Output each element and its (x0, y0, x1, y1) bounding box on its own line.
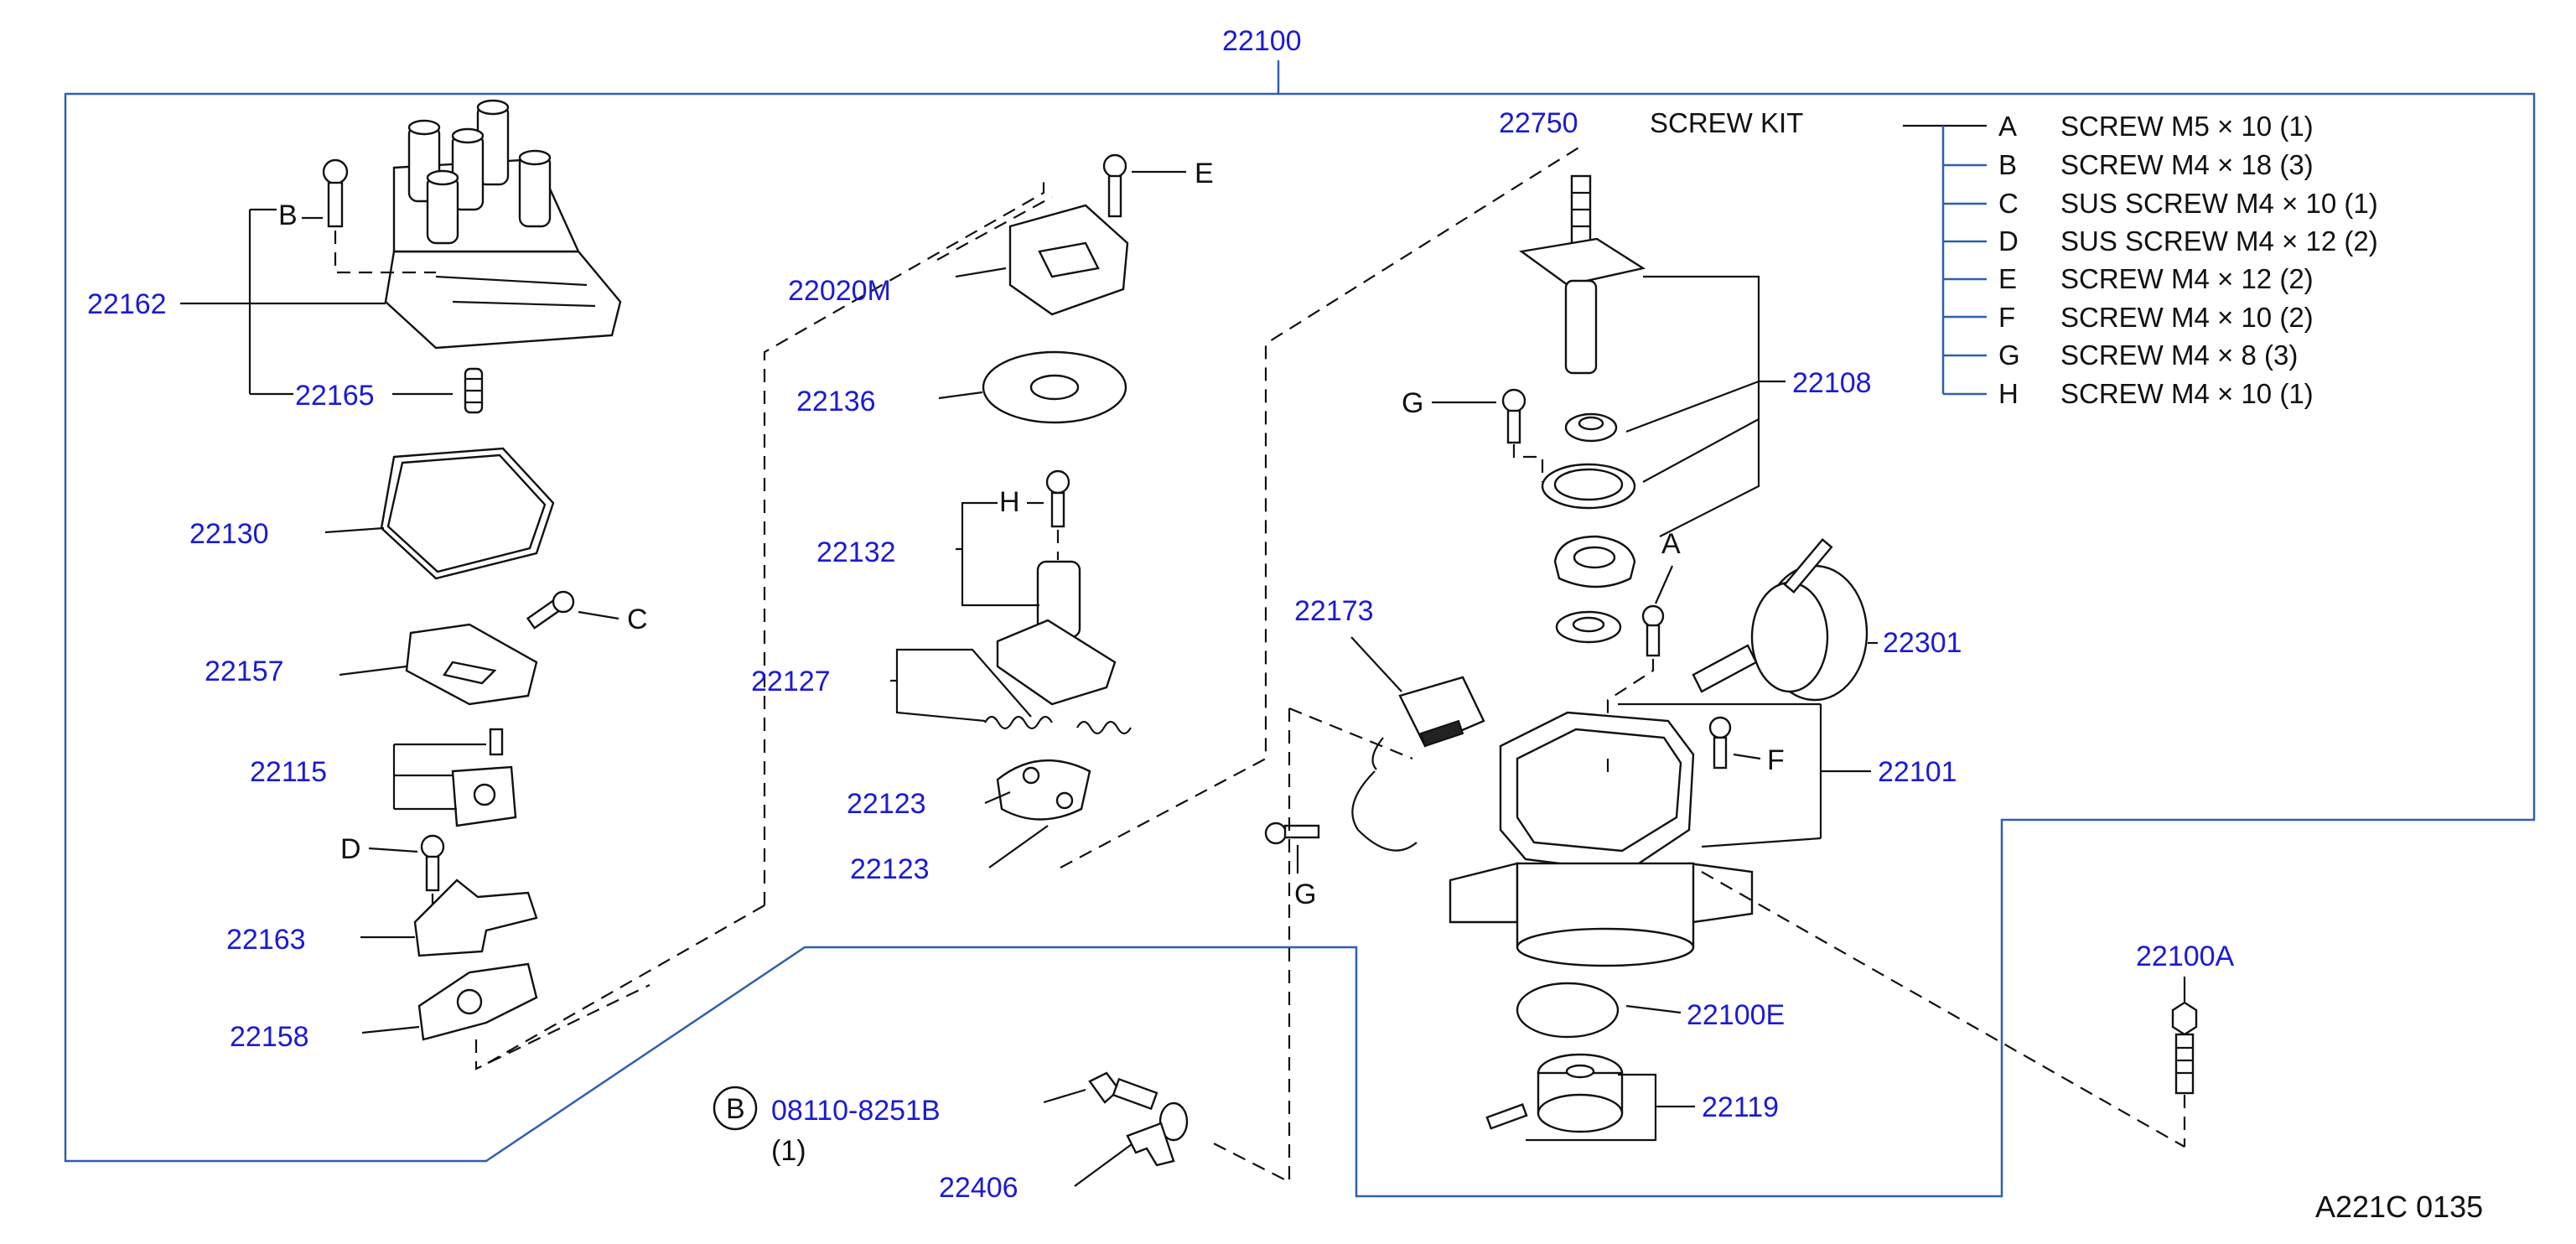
screw-g-connector-drawing (1264, 822, 1320, 845)
springs-22127-drawing (984, 715, 1132, 735)
bolt-08110-drawing (1088, 1071, 1189, 1142)
label-22157: 22157 (205, 656, 284, 687)
plate-22163-drawing (413, 879, 538, 957)
callout-f-housing: F (1767, 744, 1785, 776)
kit-item-text: SCREW M4 × 10 (1) (2060, 378, 2314, 409)
screw-g-bearing-drawing (1501, 388, 1544, 482)
label-22100A: 22100A (2136, 941, 2235, 972)
kit-item-letter: D (1998, 225, 2019, 257)
reference-code: A221C 0135 (2315, 1190, 2483, 1224)
kit-item-letter: H (1998, 378, 2019, 409)
callout-b-bolt: B (726, 1093, 745, 1125)
callout-g-bearing: G (1402, 387, 1423, 419)
callout-e-module: E (1195, 158, 1214, 189)
bolt-22100A-drawing (2171, 1001, 2198, 1147)
housing-22101-drawing (1449, 711, 1754, 967)
label-22136: 22136 (796, 386, 876, 417)
kit-item-letter: F (1998, 302, 2015, 333)
kit-item-letter: E (1998, 263, 2017, 294)
label-22123-a: 22123 (847, 788, 926, 820)
distributor-cap-drawing (384, 99, 622, 350)
kit-item-text: SCREW M5 × 10 (1) (2060, 111, 2314, 142)
label-22750: 22750 (1499, 107, 1578, 139)
vacuum-advance-22301-drawing (1692, 537, 1869, 702)
kit-item-text: SCREW M4 × 10 (2) (2060, 302, 2314, 333)
label-22406: 22406 (939, 1172, 1018, 1204)
weights-22123-drawing (996, 759, 1091, 821)
module-22020M-drawing (1008, 153, 1129, 316)
washer-drawing (1555, 610, 1622, 644)
spring-22165-drawing (464, 367, 484, 414)
label-22165: 22165 (295, 380, 375, 412)
callout-c-rotor: C (627, 604, 648, 635)
screw-f-drawing (1708, 716, 1732, 770)
oring-22100E-drawing (1516, 982, 1620, 1039)
screw-a-drawing (1606, 604, 1665, 729)
label-22158: 22158 (230, 1021, 309, 1053)
label-22119: 22119 (1702, 1091, 1779, 1123)
label-22127: 22127 (751, 666, 831, 697)
label-22163: 22163 (226, 924, 306, 956)
screw-kit-title: SCREW KIT (1650, 107, 1803, 138)
kit-item-text: SCREW M4 × 8 (3) (2060, 340, 2298, 371)
kit-item-letter: A (1998, 111, 2017, 142)
part-22115-drawing (451, 728, 517, 827)
label-22020M: 22020M (788, 275, 891, 307)
label-22130: 22130 (189, 518, 269, 550)
kit-item-letter: C (1998, 188, 2019, 219)
assembly-number: 22100 (1222, 25, 1302, 57)
kit-item-text: SUS SCREW M4 × 10 (1) (2060, 188, 2378, 219)
label-22115: 22115 (250, 756, 327, 788)
kit-item-text: SUS SCREW M4 × 12 (2) (2060, 225, 2378, 257)
kit-item-letter: G (1998, 340, 2020, 371)
callout-d-plate: D (340, 833, 361, 865)
callout-g-connector: G (1294, 879, 1316, 910)
label-22101: 22101 (1878, 756, 1957, 788)
bracket-22406-drawing (1126, 1122, 1175, 1167)
callout-h-shaft: H (999, 486, 1020, 518)
screw-kit-list: A SCREW M5 × 10 (1) B SCREW M4 × 18 (3) … (1998, 111, 2378, 409)
label-22162: 22162 (87, 288, 167, 320)
label-08110-8251B: 08110-8251B (771, 1095, 941, 1127)
bolt-circle-b (713, 1086, 758, 1131)
rotor-22157-drawing (405, 590, 575, 706)
washer-22136-drawing (982, 350, 1127, 424)
gear-22119-drawing (1485, 1053, 1624, 1133)
kit-item-text: SCREW M4 × 18 (3) (2060, 149, 2314, 180)
label-22100E: 22100E (1687, 999, 1785, 1031)
connector-22173-drawing (1351, 676, 1485, 852)
shaft-22132-drawing (996, 469, 1117, 706)
label-22123-b: 22123 (850, 853, 930, 885)
callout-b-cap: B (278, 200, 298, 231)
assembly-frame (64, 92, 2536, 1198)
kit-item-text: SCREW M4 × 12 (2) (2060, 263, 2314, 294)
label-22301: 22301 (1883, 627, 1962, 659)
bearing-drawing (1553, 535, 1636, 588)
label-22132: 22132 (816, 536, 896, 568)
shaft-22108-drawing (1518, 174, 1646, 510)
bolt-quantity: (1) (771, 1135, 806, 1167)
callout-a-housing: A (1661, 528, 1681, 560)
kit-item-letter: B (1998, 149, 2017, 180)
label-22108: 22108 (1792, 367, 1872, 399)
screw-b-cap-drawing (322, 158, 436, 274)
screw-d-drawing (420, 834, 445, 922)
label-22173: 22173 (1294, 595, 1374, 627)
